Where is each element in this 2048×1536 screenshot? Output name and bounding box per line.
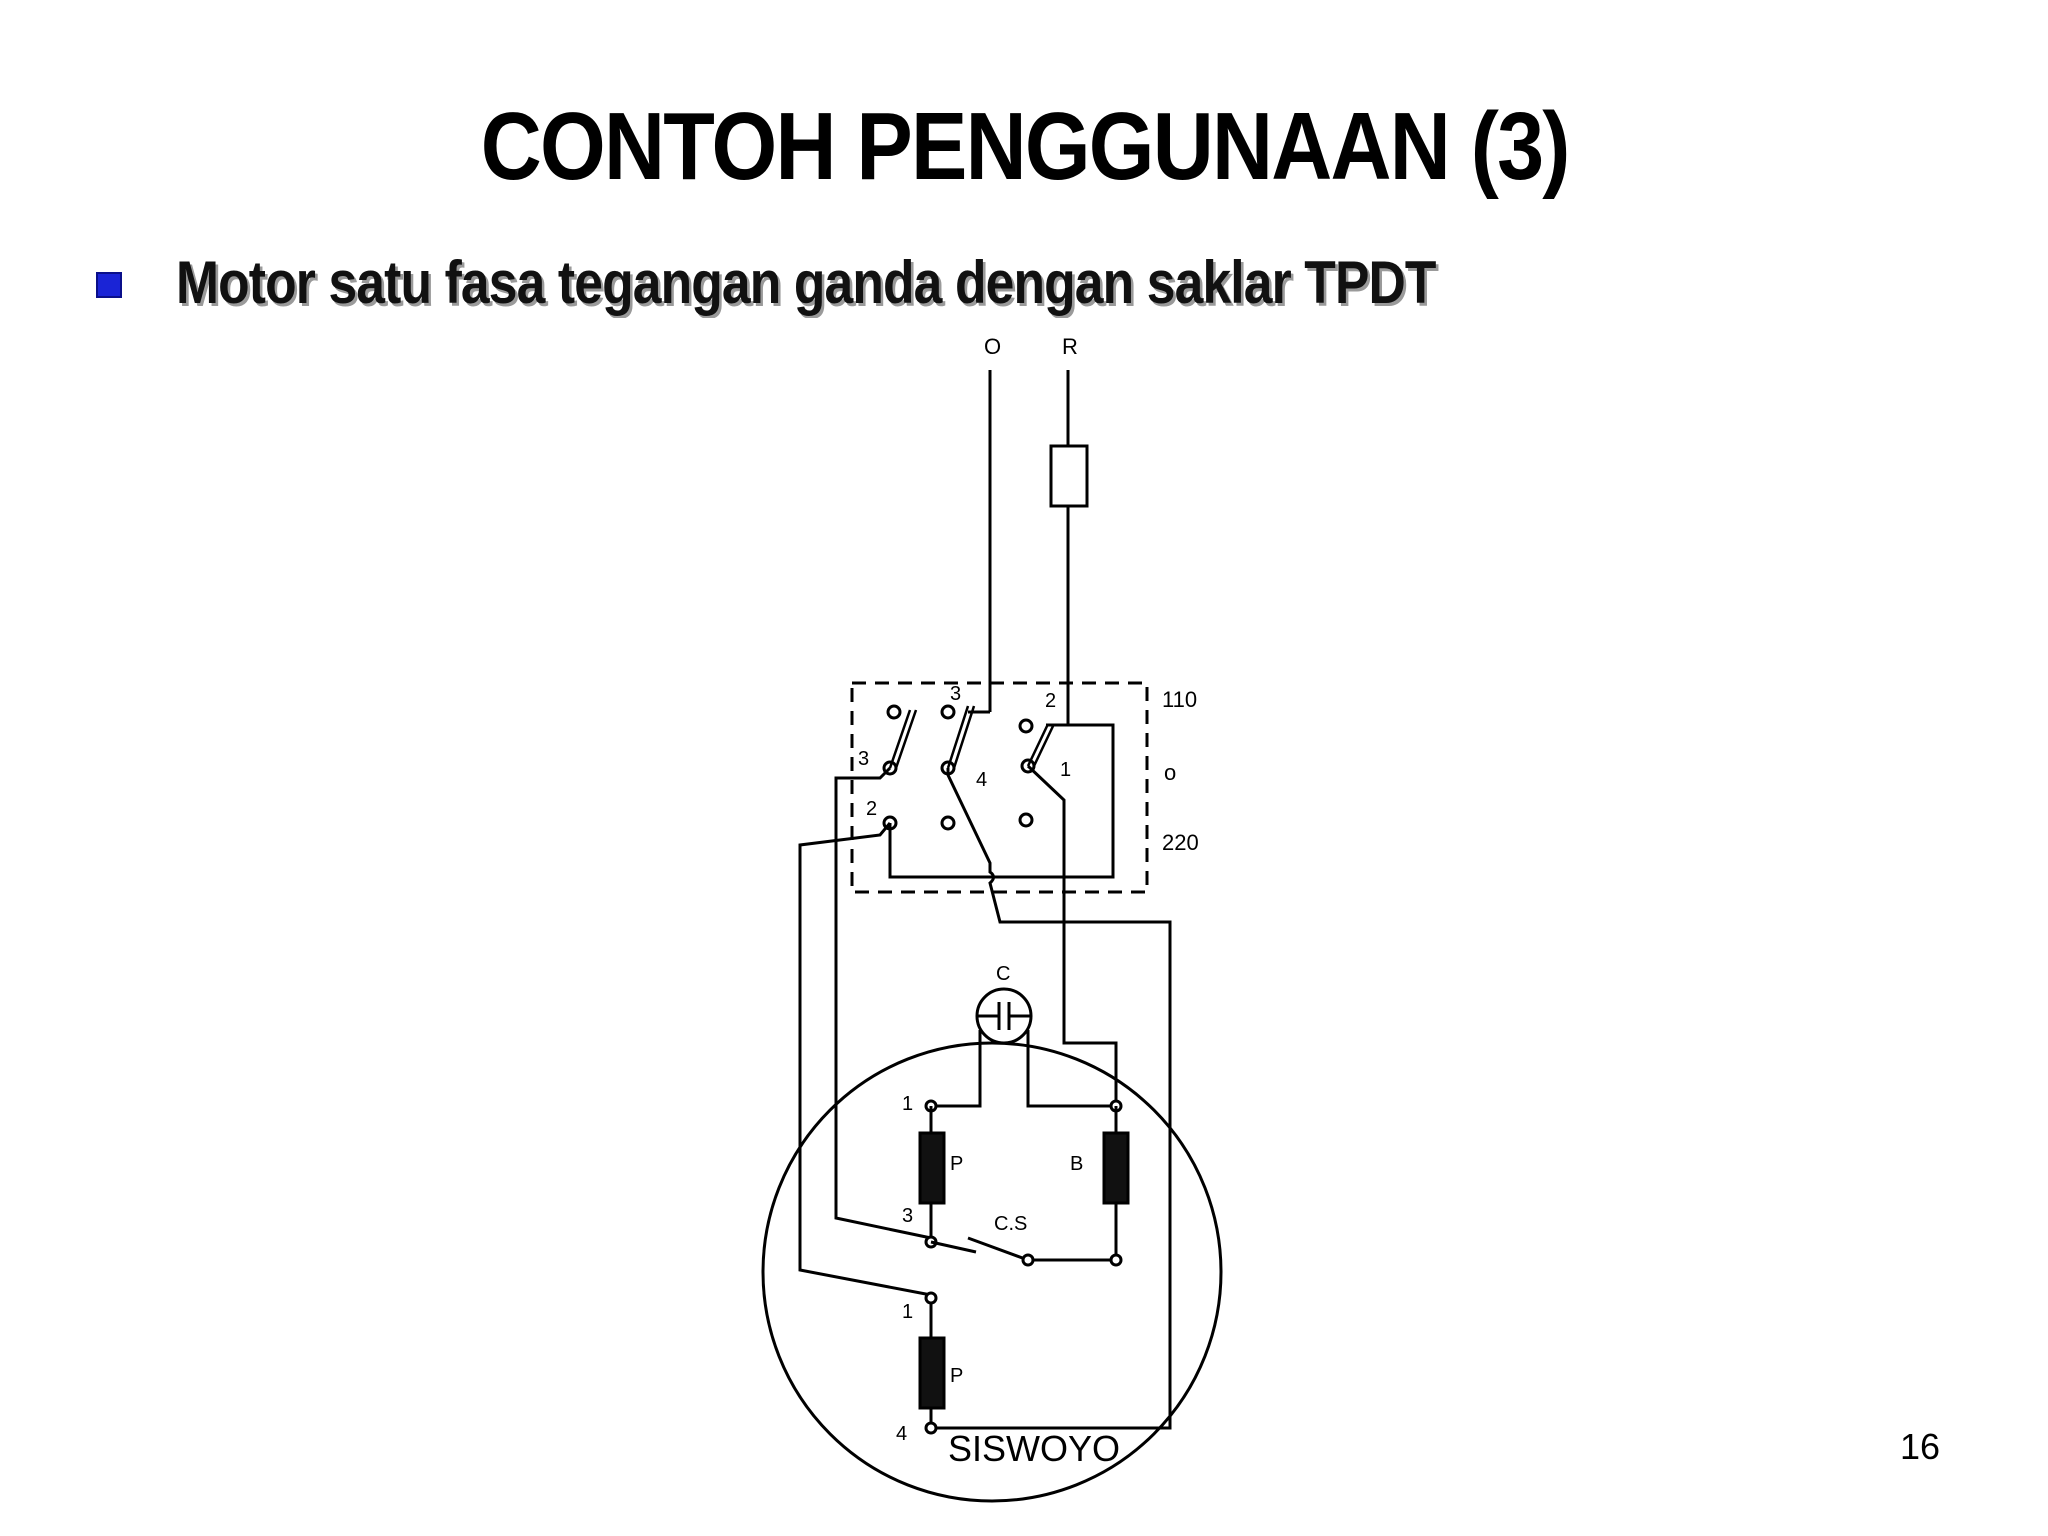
switch-blade-left: [888, 709, 918, 769]
wire-capacitor-left: [931, 1030, 982, 1108]
motor-housing: [761, 1041, 1223, 1503]
terminal-B-bot: [1109, 1253, 1123, 1267]
centrifugal-switch-icon: [930, 1236, 1029, 1262]
wire-mid-right-out: [1026, 764, 1118, 1106]
wire-mid-left-out: [834, 766, 932, 1240]
label-lower-P: P: [950, 1365, 963, 1387]
wire-capacitor-right: [1026, 1030, 1116, 1108]
wire-R-internal: [888, 723, 1115, 879]
footer-author: SISWOYO: [948, 1428, 1121, 1469]
page-number: 16: [1900, 1426, 1941, 1467]
label-B: B: [1070, 1153, 1083, 1175]
label-lower-1: 1: [902, 1301, 913, 1323]
square-bullet-icon: [96, 272, 122, 298]
terminal-lower-1: [924, 1291, 938, 1305]
label-upper-3: 3: [902, 1205, 913, 1227]
cs-contact: [1021, 1253, 1035, 1267]
label-110: 110: [1162, 687, 1197, 712]
label-switch-4: 4: [976, 769, 987, 791]
label-R: R: [1062, 334, 1078, 359]
label-switch-3-top: 3: [950, 683, 961, 705]
wire-bot-left-out: [798, 822, 932, 1297]
winding-B: [1102, 1131, 1130, 1205]
slide-title: CONTOH PENGGUNAAN (3): [480, 93, 1571, 200]
label-o: o: [1164, 760, 1176, 785]
contact-bot-mid: [940, 815, 956, 831]
label-switch-2-top: 2: [1045, 690, 1056, 712]
bullet-text: Motor satu fasa tegangan ganda dengan sa…: [176, 249, 1436, 316]
label-upper-P: P: [950, 1153, 963, 1175]
switch-blade-right: [1026, 723, 1056, 767]
winding-P-lower: [918, 1336, 946, 1410]
contact-top-right: [1018, 718, 1034, 734]
label-switch-3-left: 3: [858, 748, 869, 770]
label-cs: C.S: [994, 1213, 1027, 1235]
label-lower-4: 4: [896, 1423, 907, 1445]
switch-blade-mid: [946, 705, 976, 769]
winding-P-upper: [918, 1131, 946, 1205]
wire-O-down: [931, 768, 1172, 1430]
label-switch-1: 1: [1060, 759, 1071, 781]
label-upper-1: 1: [902, 1093, 913, 1115]
label-220: 220: [1162, 830, 1199, 855]
contact-top-mid: [940, 704, 956, 720]
tpdt-switch-enclosure: [850, 681, 1149, 894]
label-switch-2-left: 2: [866, 798, 877, 820]
terminal-lower-4: [924, 1421, 938, 1435]
contact-top-left: [886, 704, 902, 720]
label-O: O: [984, 334, 1001, 359]
fuse-icon: [1049, 444, 1089, 508]
label-capacitor: C: [996, 963, 1010, 985]
capacitor-icon: [978, 1002, 1031, 1030]
contact-bot-right: [1018, 812, 1034, 828]
